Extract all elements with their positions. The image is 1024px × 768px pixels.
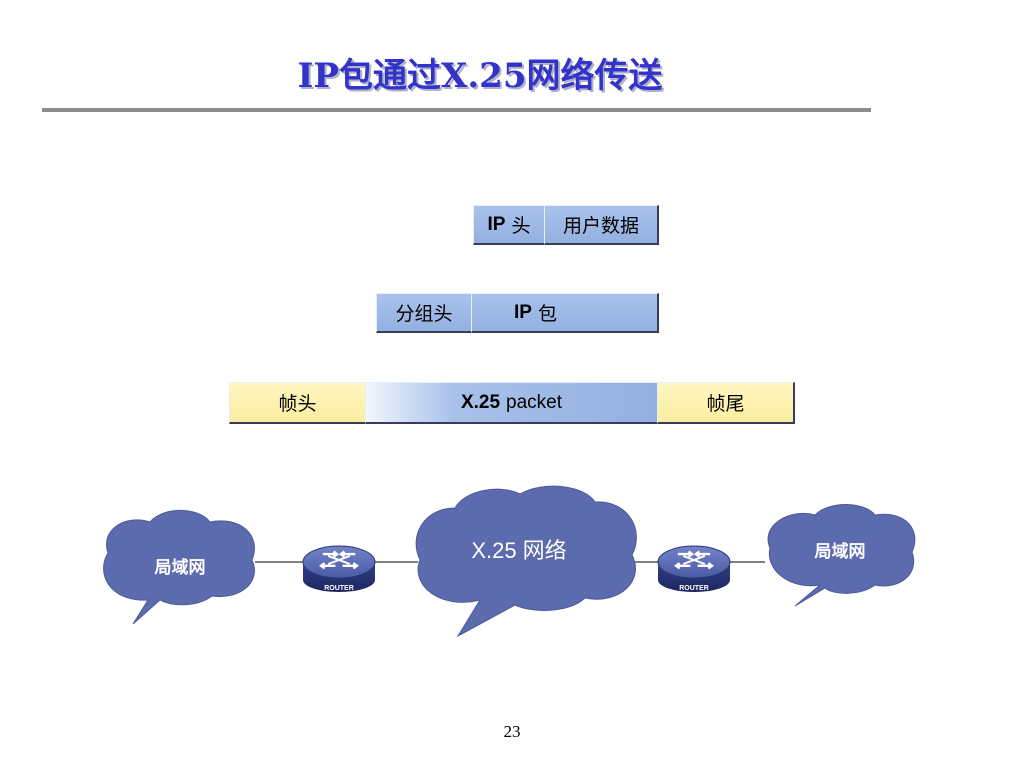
lan-cloud-left xyxy=(103,509,255,625)
ip-packet-bold: IP xyxy=(514,301,532,323)
lan-cloud-right xyxy=(767,504,916,607)
x25-bold: X.25 xyxy=(460,391,501,413)
page-number: 23 xyxy=(503,722,521,741)
frame-trailer-box: 帧尾 xyxy=(657,382,795,424)
ip-packet-label: 包 xyxy=(537,303,557,325)
frame-header-box: 帧头 xyxy=(229,382,367,424)
title-divider xyxy=(42,108,871,112)
x25-cloud xyxy=(415,485,637,638)
x25-packet-label: packet xyxy=(506,391,563,413)
frame-header-label: 帧头 xyxy=(278,393,317,415)
router-arrows-icon xyxy=(674,550,714,570)
packet-header-label: 分组头 xyxy=(395,303,453,325)
ip-header-box: IP 头 xyxy=(473,205,546,245)
router-right xyxy=(657,545,731,592)
lan-left-label: 局域网 xyxy=(155,557,206,578)
lan-right-label: 局域网 xyxy=(815,541,866,562)
ip-header-label: 头 xyxy=(511,215,531,237)
router-right-label: ROUTER xyxy=(679,585,709,592)
router-arrows-icon xyxy=(319,550,359,570)
x25-packet-box: X.25 packet xyxy=(365,382,659,424)
ip-packet-box: IP 包 xyxy=(471,293,659,333)
slide-title: IP包通过X.25网络传送 xyxy=(297,56,663,96)
router-left-label: ROUTER xyxy=(324,585,354,592)
ip-header-bold: IP xyxy=(487,213,506,235)
user-data-box: 用户数据 xyxy=(544,205,659,245)
packet-header-box: 分组头 xyxy=(376,293,473,333)
router-left xyxy=(302,545,376,592)
user-data-label: 用户数据 xyxy=(562,215,639,237)
frame-trailer-label: 帧尾 xyxy=(706,393,745,415)
x25-cloud-label: X.25 网络 xyxy=(471,538,566,563)
